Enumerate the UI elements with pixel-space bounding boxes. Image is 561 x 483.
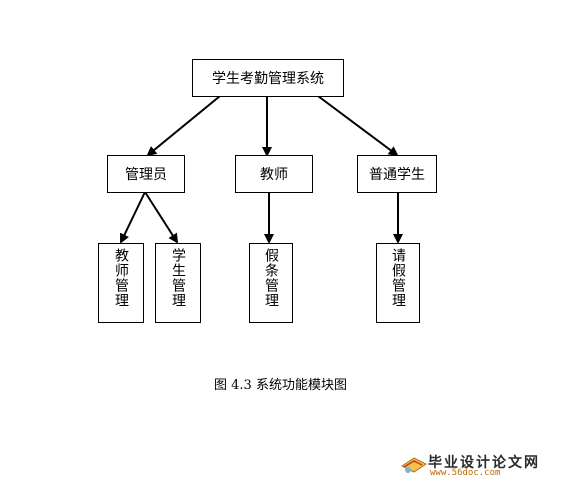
arrow-admin-to-teacher-mgmt: [119, 191, 146, 244]
arrow-admin-to-student-mgmt: [144, 191, 179, 244]
watermark-title: 毕业设计论文网: [428, 455, 540, 471]
node-request-leave-label: 请假管理: [390, 248, 406, 308]
node-leave-mgmt: 假条管理: [249, 243, 293, 323]
node-leave-mgmt-label: 假条管理: [263, 248, 279, 308]
node-teacher-mgmt: 教师管理: [98, 243, 144, 323]
node-student-mgmt-label: 学生管理: [170, 248, 186, 308]
arrow-root-to-admin: [146, 95, 221, 157]
node-admin: 管理员: [107, 155, 185, 193]
node-root: 学生考勤管理系统: [192, 59, 344, 97]
arrow-root-to-student: [317, 95, 399, 157]
watermark: 毕业设计论文网 www.56doc.com: [398, 450, 558, 480]
figure-caption: 图 4.3 系统功能模块图: [214, 378, 347, 393]
node-student: 普通学生: [357, 155, 437, 193]
node-root-label: 学生考勤管理系统: [212, 71, 324, 87]
node-teacher-label: 教师: [260, 167, 288, 183]
node-teacher-mgmt-label: 教师管理: [113, 248, 129, 308]
node-admin-label: 管理员: [125, 167, 167, 183]
node-student-mgmt: 学生管理: [155, 243, 201, 323]
book-logo-icon: [401, 457, 427, 473]
node-request-leave: 请假管理: [376, 243, 420, 323]
node-student-label: 普通学生: [369, 167, 425, 183]
node-teacher: 教师: [235, 155, 313, 193]
watermark-url: www.56doc.com: [430, 468, 501, 478]
